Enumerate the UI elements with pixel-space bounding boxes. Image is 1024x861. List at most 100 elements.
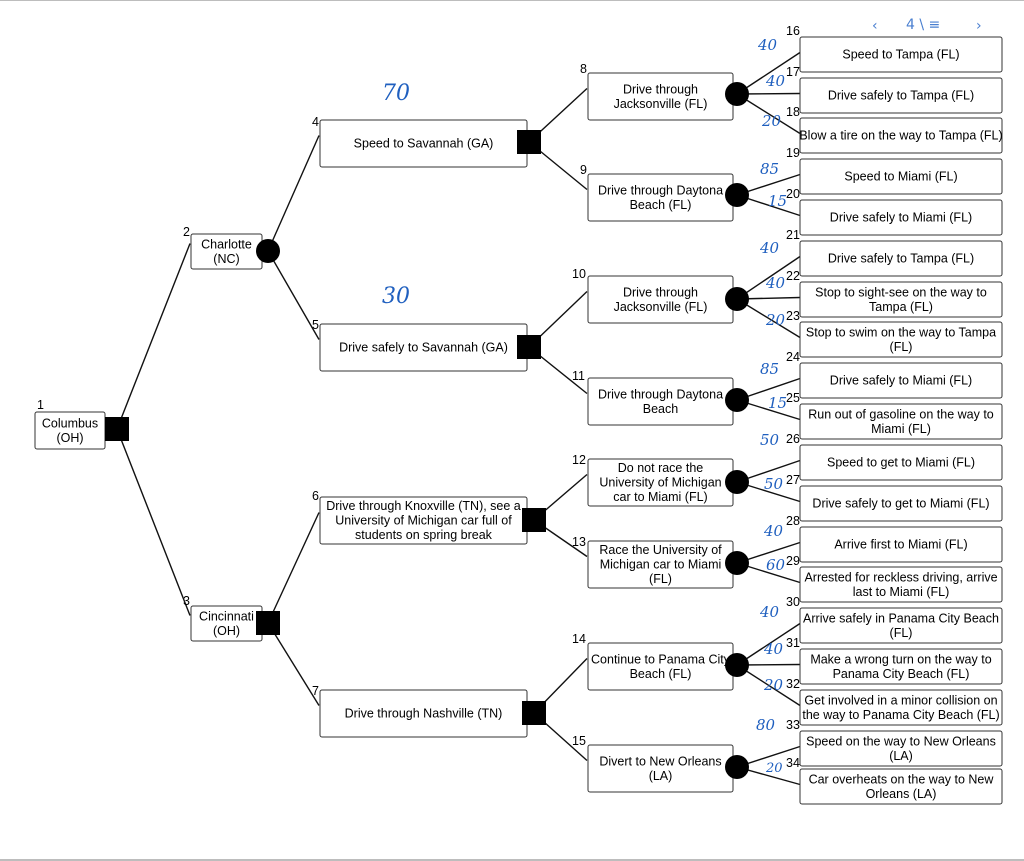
node-18-box [799, 117, 1003, 154]
node-28-box [799, 526, 1003, 563]
handwritten-probability-33: 80 [756, 716, 776, 734]
node-17-label-line: Drive safely to Tampa (FL) [828, 89, 974, 103]
node-22-label-line: Stop to sight-see on the way to [815, 285, 987, 299]
edge-3-7 [267, 622, 320, 706]
handwritten-probability-22: 40 [765, 274, 786, 292]
node-16-number: 16 [786, 24, 800, 38]
edge-2-5 [267, 250, 320, 340]
node-24-label-line: Drive safely to Miami (FL) [830, 374, 972, 388]
edge-14-30 [736, 622, 801, 666]
node-32-label-line: the way to Panama City Beach (FL) [802, 708, 999, 722]
decision-node-6-marker [522, 508, 546, 532]
chance-node-2-marker [256, 239, 280, 263]
node-8-label-line: Jacksonville (FL) [614, 97, 708, 111]
node-16-box [799, 36, 1003, 73]
node-5-label-line: Drive safely to Savannah (GA) [339, 341, 508, 355]
node-22-box [799, 281, 1003, 318]
node-31-label-line: Make a wrong turn on the way to [810, 652, 991, 666]
node-26-label-line: Speed to get to Miami (FL) [827, 456, 975, 470]
node-12-number: 12 [572, 453, 586, 467]
node-13-label-line: (FL) [649, 572, 672, 586]
chance-node-13-marker [725, 551, 749, 575]
chevron-left-icon[interactable]: ‹ [872, 18, 878, 34]
node-3-number: 3 [183, 594, 190, 608]
node-13-label-line: Michigan car to Miami [600, 558, 722, 572]
decision-node-3-marker [256, 611, 280, 635]
handwritten-probability-17: 40 [765, 72, 786, 90]
node-30-label-line: (FL) [890, 626, 913, 640]
node-11-label-line: Drive through Daytona [598, 387, 723, 401]
node-3-label-line: Cincinnati [199, 609, 254, 623]
node-33-box [799, 730, 1003, 767]
node-32-label-line: Get involved in a minor collision on [804, 693, 997, 707]
node-34-label-line: Orleans (LA) [866, 787, 937, 801]
node-14-label-line: Continue to Panama City [591, 652, 731, 666]
node-11-number: 11 [572, 369, 585, 383]
node-4-label-line: Speed to Savannah (GA) [354, 137, 494, 151]
chance-node-11-marker [725, 388, 749, 412]
node-25-label-line: Miami (FL) [871, 422, 931, 436]
handwritten-probability-30: 40 [759, 603, 780, 621]
node-17-number: 17 [786, 65, 800, 79]
node-14-number: 14 [572, 632, 586, 646]
node-31-box [799, 648, 1003, 685]
node-5-number: 5 [312, 318, 319, 332]
node-6-label-line: Drive through Knoxville (TN), see a [326, 499, 521, 513]
node-27-label-line: Drive safely to get to Miami (FL) [812, 497, 989, 511]
edge-2-4 [267, 135, 320, 252]
decision-node-5-marker [517, 335, 541, 359]
edge-3-6 [267, 512, 320, 624]
node-12-label-line: car to Miami (FL) [613, 490, 707, 504]
node-18-label-line: Blow a tire on the way to Tampa (FL) [799, 129, 1002, 143]
node-30-label-line: Arrive safely in Panama City Beach [803, 611, 999, 625]
node-20-label-line: Drive safely to Miami (FL) [830, 211, 972, 225]
node-11-label-line: Beach [643, 402, 678, 416]
node-20-box [799, 199, 1003, 236]
node-33-label-line: (LA) [889, 749, 913, 763]
top-divider [0, 0, 1024, 1]
handwritten-probability-26: 50 [760, 431, 780, 449]
chance-node-14-marker [725, 653, 749, 677]
node-15-number: 15 [572, 734, 586, 748]
node-12-label-line: Do not race the [618, 461, 704, 475]
node-25-label-line: Run out of gasoline on the way to [808, 407, 994, 421]
node-23-label-line: (FL) [890, 340, 913, 354]
node-8-label-line: Drive through [623, 82, 698, 96]
node-23-box [799, 321, 1003, 358]
node-1-label-line: (OH) [56, 431, 83, 445]
decision-node-4-marker [517, 130, 541, 154]
node-24-number: 24 [786, 350, 800, 364]
node-13-number: 13 [572, 535, 586, 549]
node-26-box [799, 444, 1003, 481]
node-12-label-line: University of Michigan [599, 476, 721, 490]
handwritten-probability-4: 70 [382, 81, 410, 106]
node-19-label-line: Speed to Miami (FL) [844, 170, 957, 184]
chance-node-8-marker [725, 82, 749, 106]
node-8-number: 8 [580, 62, 587, 76]
decision-node-7-marker [522, 701, 546, 725]
chevron-right-icon[interactable]: › [976, 18, 982, 34]
handwritten-probability-21: 40 [759, 239, 780, 257]
node-29-label-line: Arrested for reckless driving, arrive [804, 570, 997, 584]
edge-1-3 [116, 428, 191, 616]
handwritten-probability-25: 15 [768, 394, 787, 412]
handwritten-probability-20: 15 [768, 192, 787, 210]
node-22-label-line: Tampa (FL) [869, 300, 933, 314]
node-10-label-line: Drive through [623, 285, 698, 299]
edge-10-23 [736, 298, 801, 339]
node-34-box [799, 768, 1003, 805]
node-6-label-line: University of Michigan car full of [335, 514, 512, 528]
handwritten-probability-19: 85 [760, 160, 779, 178]
node-22-number: 22 [786, 269, 800, 283]
node-27-number: 27 [786, 473, 800, 487]
node-23-number: 23 [786, 309, 800, 323]
handwritten-probability-18: 20 [761, 112, 782, 130]
node-25-box [799, 403, 1003, 440]
handwritten-probability-29: 60 [766, 556, 786, 574]
handwritten-probability-31: 40 [763, 640, 784, 658]
node-9-label-line: Drive through Daytona [598, 183, 723, 197]
node-10-label-line: Jacksonville (FL) [614, 300, 708, 314]
decision-node-1-marker [105, 417, 129, 441]
node-2-number: 2 [183, 225, 190, 239]
node-29-box [799, 566, 1003, 603]
